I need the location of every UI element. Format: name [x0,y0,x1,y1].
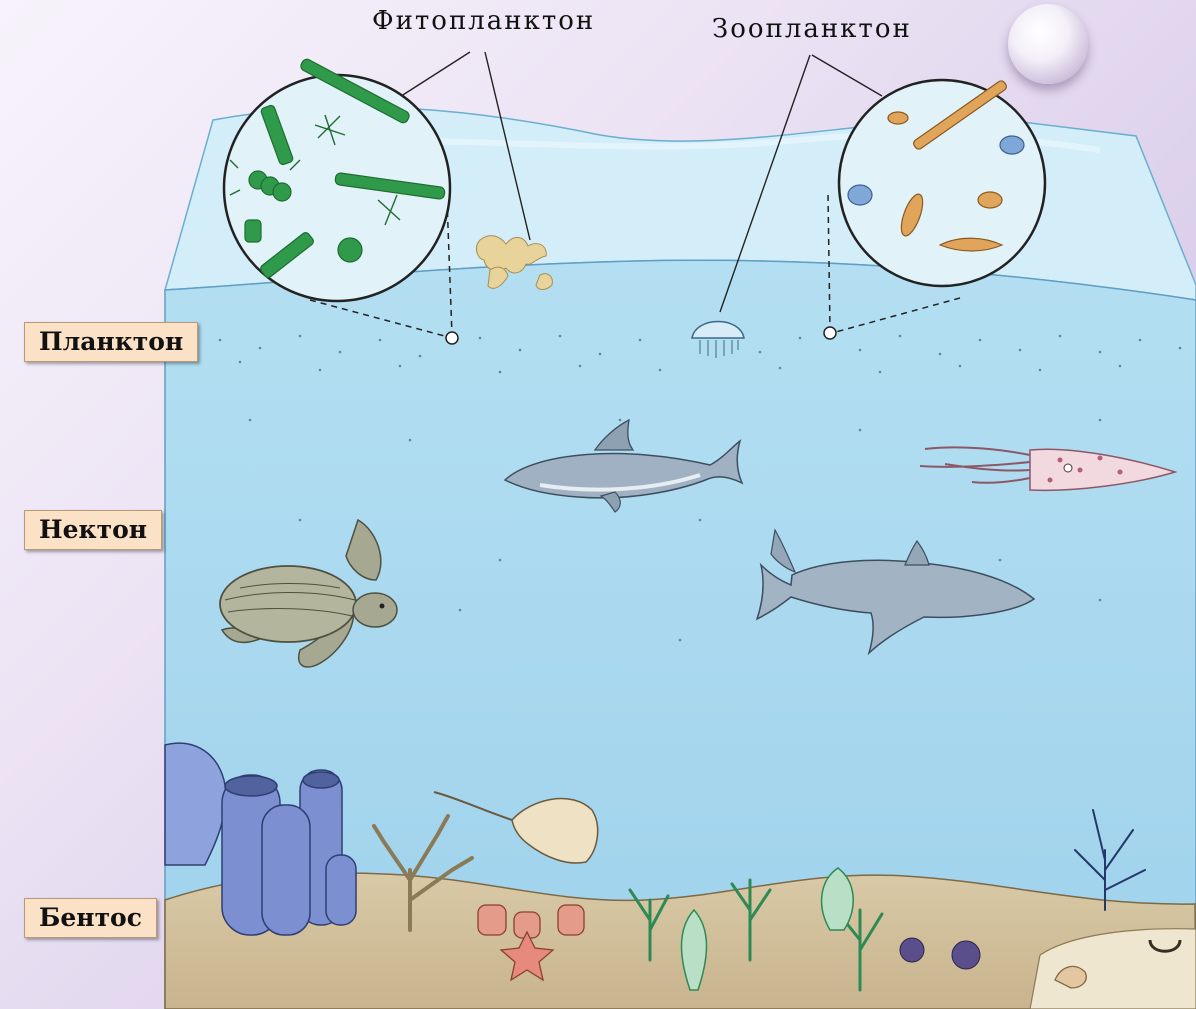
nekton-zone-label: Нектон [24,510,162,550]
zooplankton-magnifier [839,79,1045,286]
benthos-zone-label: Бентос [24,898,157,938]
plankton-zone-label: Планктон [24,322,198,362]
phytoplankton-magnifier [224,58,450,301]
zooplankton-marker [824,327,836,339]
phytoplankton-marker [446,332,458,344]
